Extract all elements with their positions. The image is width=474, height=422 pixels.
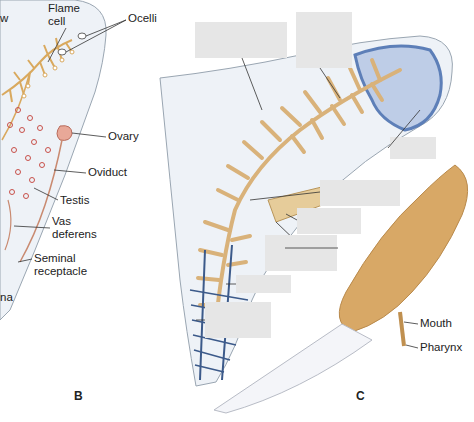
part-label: w xyxy=(0,12,20,25)
part-label: Ocelli xyxy=(128,12,178,25)
part-label: Vas deferens xyxy=(52,215,107,241)
leader-lines xyxy=(404,322,418,348)
ovary xyxy=(57,126,72,141)
ocellus xyxy=(78,33,86,39)
part-label: Ovary xyxy=(108,130,158,143)
testis-dots xyxy=(8,108,51,199)
part-label: na xyxy=(0,291,30,304)
oviduct xyxy=(20,140,62,262)
mouth-tube xyxy=(400,312,404,346)
panel-letter: C xyxy=(356,390,376,403)
pharynx-extended xyxy=(339,165,467,332)
vas-deferens xyxy=(5,200,11,250)
part-label: Testis xyxy=(60,194,110,207)
panel-letter: B xyxy=(74,390,94,403)
part-label: Pharynx xyxy=(420,341,474,354)
worm-body xyxy=(0,0,106,320)
flame-cells xyxy=(22,50,74,98)
part-label: Oviduct xyxy=(88,166,148,179)
part-label: Seminal receptacle xyxy=(34,252,104,278)
part-label: Flame cell xyxy=(48,2,88,28)
pharynx-tube xyxy=(214,324,372,413)
ocellus xyxy=(58,49,66,55)
part-label: Mouth xyxy=(420,317,474,330)
excretory-network xyxy=(2,38,72,140)
